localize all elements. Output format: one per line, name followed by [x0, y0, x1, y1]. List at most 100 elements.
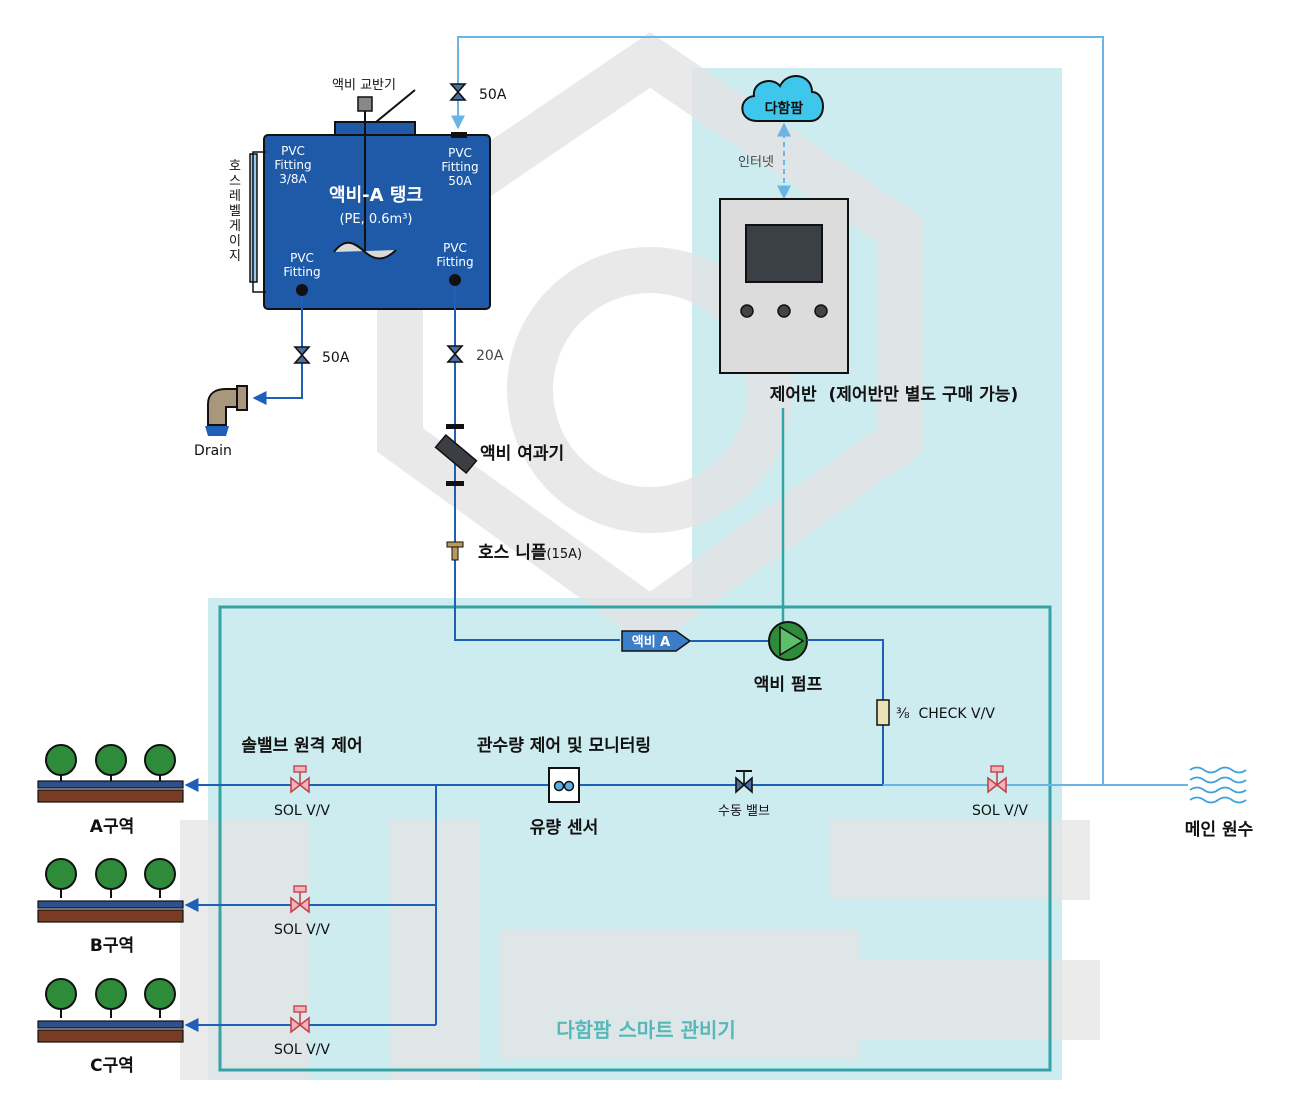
tank-title: 액비-A 탱크	[329, 185, 423, 206]
zone-a: SOL V/V A구역	[37, 744, 330, 837]
zone-c-drip-line	[37, 1020, 184, 1029]
outlet-valve-label: 20A	[476, 348, 504, 364]
fitting-label-topright-3: 50A	[448, 174, 472, 188]
fitting-bottom-left	[296, 284, 308, 296]
watermark-circle	[507, 247, 793, 533]
zone-b-tree-2	[95, 858, 127, 899]
water-source-icon	[1189, 766, 1247, 804]
tank-subtitle: (PE, 0.6m³)	[339, 212, 412, 227]
zone-a-drip-line	[37, 780, 184, 789]
drain-label: Drain	[194, 443, 232, 459]
fitting-label-topleft-3: 3/8A	[279, 172, 307, 186]
check-valve-label: ⅜ CHECK V/V	[896, 706, 995, 722]
fertilizer-tank: 액비-A 탱크 (PE, 0.6m³) PVC Fitting 3/8A PVC…	[249, 89, 491, 310]
watermark-stroke-4	[830, 820, 1090, 900]
main-sol-valve-label: SOL V/V	[972, 803, 1028, 819]
fitting-label-topleft-2: Fitting	[274, 158, 311, 172]
zone-a-tree-3	[144, 744, 176, 785]
drain-pipe	[252, 296, 303, 405]
zone-c-label: C구역	[90, 1056, 134, 1076]
cloud-icon: 다함팜	[741, 75, 824, 122]
header-flow-control: 관수량 제어 및 모니터링	[477, 736, 651, 756]
controller-label: 제어반 (제어반만 별도 구매 가능)	[770, 385, 1018, 405]
zone-a-soil	[37, 789, 184, 803]
watermark-stroke-1	[180, 820, 310, 1080]
zone-b: SOL V/V B구역	[37, 858, 330, 956]
outlet-valve-icon[interactable]	[447, 345, 463, 363]
system-label: 다함팜 스마트 관비기	[556, 1018, 736, 1042]
zone-c-soil	[37, 1029, 184, 1043]
level-gauge-label-char: 이	[229, 234, 241, 249]
fitting-top-right	[451, 132, 467, 138]
controller-panel	[719, 198, 849, 374]
agitator-motor	[357, 96, 373, 112]
nipple-size: (15A)	[546, 547, 582, 562]
fitting-label-topright-2: Fitting	[441, 160, 478, 174]
flow-sensor-icon	[548, 767, 580, 803]
drain-valve-label: 50A	[322, 350, 350, 366]
nipple-label-text: 호스 니플	[478, 543, 547, 563]
drain-elbow-icon	[205, 385, 248, 436]
level-gauge-line	[252, 151, 266, 293]
fertilizer-tag-label: 액비 A	[632, 635, 671, 650]
fitting-label-bottomleft-2: Fitting	[283, 265, 320, 279]
manual-valve-label: 수동 밸브	[718, 804, 770, 819]
zone-c: SOL V/V C구역	[37, 978, 330, 1076]
fertilizer-tag: 액비 A	[621, 630, 692, 652]
watermark-stroke-5	[860, 960, 1100, 1040]
zone-a-tree-2	[95, 744, 127, 785]
fitting-label-topright-1: PVC	[448, 146, 472, 160]
level-gauge-label-char: 호	[229, 159, 241, 174]
fitting-label-bottomright-2: Fitting	[436, 255, 473, 269]
zone-a-tree-1	[45, 744, 77, 785]
zone-c-tree-1	[45, 978, 77, 1019]
header-solenoid-control: 솔밸브 원격 제어	[241, 736, 362, 756]
pump-outlet-pipe	[807, 639, 884, 785]
watermark-house-shape	[377, 32, 923, 649]
controller-knob-3	[814, 304, 828, 318]
filter-icon	[434, 424, 478, 486]
hose-nipple-icon	[446, 541, 464, 561]
watermark-stroke-3	[500, 930, 860, 1060]
zone-c-valve-label: SOL V/V	[274, 1042, 330, 1058]
check-valve-icon	[876, 699, 890, 726]
level-gauge-label-char: 스	[229, 174, 241, 189]
agitator-label: 액비 교반기	[332, 78, 396, 93]
zone-b-soil	[37, 909, 184, 923]
level-gauge-label-char: 지	[229, 249, 241, 264]
zone-b-tree-1	[45, 858, 77, 899]
pump-label: 액비 펌프	[754, 675, 823, 695]
fitting-label-topleft-1: PVC	[281, 144, 305, 158]
agitator-pointer	[375, 89, 416, 123]
outlet-pipe	[454, 286, 620, 641]
filter-label: 액비 여과기	[480, 444, 564, 464]
controller-knob-1	[740, 304, 754, 318]
fitting-bottom-right	[449, 274, 461, 286]
return-line	[451, 36, 1104, 785]
inlet-valve-icon[interactable]	[450, 83, 466, 101]
system-frame	[218, 605, 1052, 1072]
pump-icon[interactable]	[768, 621, 808, 661]
zone-a-valve-label: SOL V/V	[274, 803, 330, 819]
zone-b-valve-label: SOL V/V	[274, 922, 330, 938]
cloud-label: 다함팜	[765, 100, 804, 117]
level-gauge-label-char: 레	[229, 189, 241, 204]
controller-knob-2	[777, 304, 791, 318]
zone-a-label: A구역	[90, 817, 134, 837]
inlet-valve-label: 50A	[479, 87, 507, 103]
main-water-label: 메인 원수	[1185, 820, 1254, 840]
level-gauge-label-char: 게	[229, 219, 241, 234]
fitting-label-bottomleft-1: PVC	[290, 251, 314, 265]
internet-label: 인터넷	[738, 155, 774, 170]
level-gauge-label-char: 벨	[229, 204, 241, 219]
zone-c-tree-2	[95, 978, 127, 1019]
agitator-blade	[333, 241, 397, 260]
flow-sensor-label: 유량 센서	[530, 818, 598, 838]
controller-screen	[745, 224, 823, 283]
drain-valve-icon[interactable]	[294, 346, 310, 364]
tank-body	[263, 134, 491, 310]
zone-b-drip-line	[37, 900, 184, 909]
zone-b-label: B구역	[90, 936, 134, 956]
